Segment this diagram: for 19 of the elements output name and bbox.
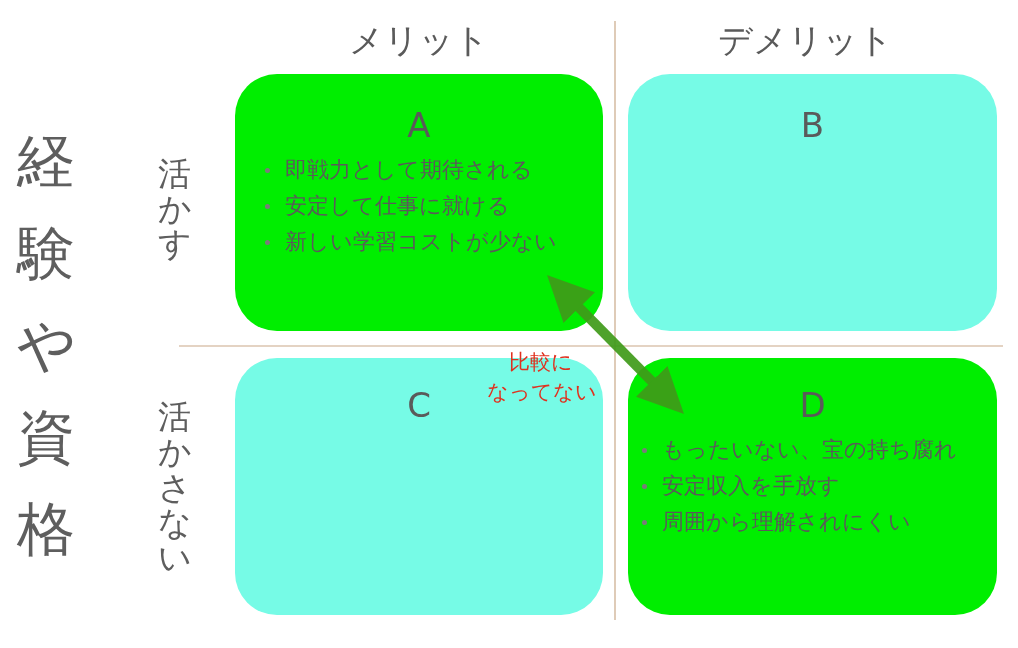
box-heading: D bbox=[799, 385, 826, 425]
rounded-box bbox=[628, 74, 997, 331]
rounded-box bbox=[628, 358, 997, 615]
list-item-text: 安定して仕事に就ける bbox=[285, 192, 510, 220]
list-item-text: 新しい学習コストが少ない bbox=[285, 228, 557, 256]
rounded-box bbox=[235, 74, 603, 331]
list-item-text: 安定収入を手放す bbox=[662, 472, 840, 500]
list-item-text: 即戦力として期待される bbox=[285, 156, 533, 184]
box-heading: B bbox=[800, 105, 825, 145]
axis-title: 経験や資格 bbox=[17, 126, 75, 565]
column-heading: デメリット bbox=[717, 20, 894, 60]
list-item-text: 周囲から理解されにくい bbox=[662, 508, 911, 536]
list-item-text: もったいない、宝の持ち腐れ bbox=[662, 436, 957, 464]
box-heading: C bbox=[407, 385, 431, 425]
column-heading: メリット bbox=[348, 20, 490, 60]
double-arrow bbox=[547, 275, 684, 414]
row-heading: 活かす bbox=[158, 157, 191, 262]
row-heading: 活かさない bbox=[158, 399, 191, 576]
box-heading: A bbox=[407, 105, 431, 145]
